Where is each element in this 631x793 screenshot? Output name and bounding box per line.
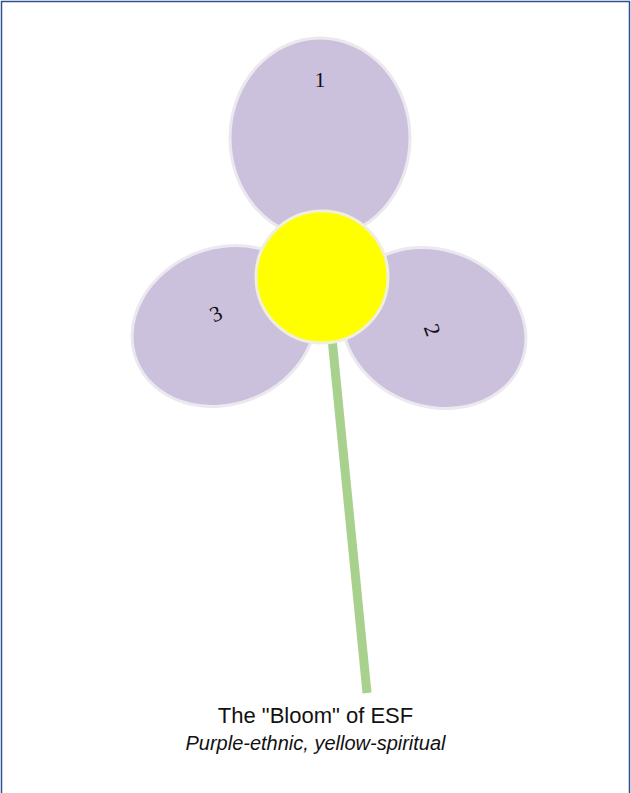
petal: 3 (126, 234, 322, 418)
color-key-note: Purple-ethnic, yellow-spiritual (0, 731, 631, 755)
petal: 1 (226, 34, 414, 242)
petal-number: 1 (315, 69, 326, 91)
petal-shape (126, 234, 322, 418)
flower-stem (330, 318, 367, 693)
petal-ellipse (230, 38, 410, 238)
petal: 2 (336, 236, 532, 420)
petal-shape (226, 34, 414, 242)
petal-ellipse (126, 234, 322, 418)
petal-ellipse (336, 236, 532, 420)
figure-caption: The "Bloom" of ESF (0, 703, 631, 729)
